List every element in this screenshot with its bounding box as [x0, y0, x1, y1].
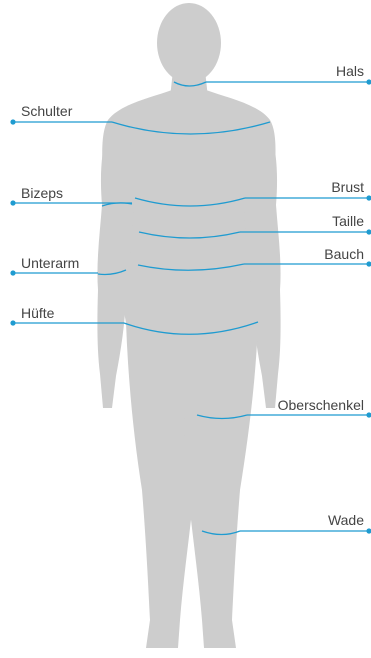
belly-endpoint-dot — [366, 261, 371, 266]
chest-endpoint-dot — [366, 195, 371, 200]
shoulder-endpoint-dot — [10, 119, 15, 124]
label-calf: Wade — [328, 512, 364, 528]
label-waist: Taille — [332, 213, 364, 229]
waist-endpoint-dot — [366, 229, 371, 234]
biceps-endpoint-dot — [10, 200, 15, 205]
label-thigh: Oberschenkel — [278, 397, 364, 413]
right-leg-shape — [184, 322, 258, 648]
label-forearm: Unterarm — [21, 255, 79, 271]
body-silhouette — [97, 3, 280, 648]
label-neck: Hals — [336, 63, 364, 79]
label-biceps: Bizeps — [21, 185, 63, 201]
label-belly: Bauch — [324, 246, 364, 262]
label-hip: Hüfte — [21, 305, 54, 321]
label-shoulder: Schulter — [21, 103, 72, 119]
hip-endpoint-dot — [10, 320, 15, 325]
thigh-endpoint-dot — [366, 412, 371, 417]
forearm-endpoint-dot — [10, 270, 15, 275]
label-chest: Brust — [331, 179, 364, 195]
calf-endpoint-dot — [366, 528, 371, 533]
neck-endpoint-dot — [366, 79, 371, 84]
